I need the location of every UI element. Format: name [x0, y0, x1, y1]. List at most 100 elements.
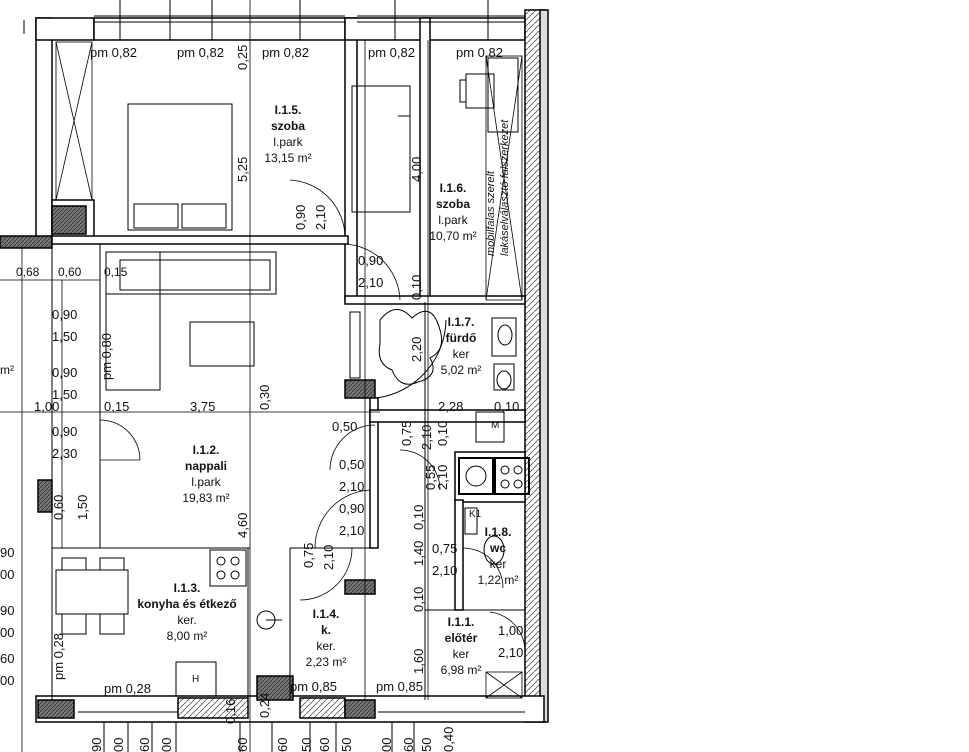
wc-fixtures	[458, 457, 530, 565]
dim-pm-k: pm 0,85	[290, 679, 337, 694]
room-1-3: I.1.3. konyha és étkező ker. 8,00 m²	[120, 580, 254, 644]
dim-bottom-00c: 00	[379, 737, 394, 752]
dim-bottom-90: 90	[89, 737, 104, 752]
dim-010a: 0,10	[409, 274, 424, 300]
dim-525: 5,25	[235, 156, 250, 182]
dim-bottom-60e: 60	[401, 737, 416, 752]
dim-400: 4,00	[409, 156, 424, 182]
room-name: szoba	[435, 197, 470, 211]
dim-228: 2,28	[438, 399, 464, 414]
dim-060b: 0,60	[51, 494, 66, 520]
dim-050: 0,50	[332, 419, 358, 434]
dim-210g: 2,10	[339, 479, 365, 494]
dim-left-90b: 90	[0, 603, 15, 618]
room-area: 5,02 m²	[440, 363, 482, 377]
dim-015b: 0,15	[104, 399, 130, 414]
dim-090v: 0,90	[293, 204, 308, 230]
dim-210v: 2,10	[313, 204, 328, 230]
room-id: I.1.8.	[484, 525, 512, 539]
room-floor: l.park	[191, 475, 221, 489]
dim-075b: 0,75	[301, 542, 316, 568]
dim-bottom-00: 00	[111, 737, 126, 752]
sofa	[105, 251, 277, 391]
dim-bottom-50b: 50	[339, 737, 354, 752]
dim-068: 0,68	[16, 265, 40, 279]
dim-210i: 2,10	[321, 544, 336, 570]
room-name: fürdő	[445, 331, 477, 345]
dim-left-00a: 00	[0, 567, 15, 582]
dim-375: 3,75	[190, 399, 216, 414]
dim-pm-3: pm 0,82	[262, 45, 309, 60]
dim-210k: 2,10	[498, 645, 524, 660]
dim-010d: 0,10	[411, 504, 426, 530]
dim-left-00b: 00	[0, 625, 15, 640]
bottom-ticks	[103, 722, 415, 752]
kitchen-counter	[175, 549, 282, 697]
dim-050b: 0,50	[339, 457, 365, 472]
dim-pm-2: pm 0,82	[177, 45, 224, 60]
room-name: nappali	[184, 459, 227, 473]
room-id: I.1.7.	[447, 315, 475, 329]
room-floor: ker	[452, 347, 470, 361]
room-id: I.1.6.	[439, 181, 467, 195]
single-bed	[351, 85, 411, 213]
dim-090a: 0,90	[52, 307, 78, 322]
wardrobe-hall	[485, 671, 523, 699]
dim-210j: 2,10	[432, 563, 458, 578]
dim-left-90a: 90	[0, 545, 15, 560]
dim-090b: 0,90	[52, 365, 78, 380]
dim-pm-bottom: pm 0,28	[104, 681, 151, 696]
dim-040: 0,40	[441, 726, 456, 752]
room-id: I.1.5.	[274, 103, 302, 117]
room-area: 1,22 m²	[477, 573, 519, 587]
dim-bottom-00b: 00	[159, 737, 174, 752]
room-id: I.1.4.	[312, 607, 340, 621]
dim-bottom-60c: 60	[275, 737, 290, 752]
dim-pm-1: pm 0,82	[90, 45, 137, 60]
bathroom-fixtures	[349, 309, 517, 443]
dim-150c: 1,50	[75, 494, 90, 520]
desk	[459, 57, 519, 133]
room-area: 8,00 m²	[166, 629, 208, 643]
dim-090c: 0,90	[52, 424, 78, 439]
room-1-5: I.1.5. szoba l.park 13,15 m²	[248, 102, 328, 166]
dim-460: 4,60	[235, 512, 250, 538]
room-1-2: I.1.2. nappali l.park 19,83 m²	[164, 442, 248, 506]
room-name: k.	[320, 623, 331, 637]
dim-pm-4: pm 0,82	[368, 45, 415, 60]
room-1-8: I.1.8. wc ker 1,22 m²	[470, 524, 526, 588]
dim-150a: 1,50	[52, 329, 78, 344]
dim-016: 0,16	[223, 698, 238, 724]
dim-210e: 2,10	[419, 424, 434, 450]
dim-090e: 0,90	[339, 501, 365, 516]
interior-lines	[51, 15, 525, 713]
dim-160: 1,60	[411, 648, 426, 674]
room-area: 19,83 m²	[182, 491, 230, 505]
dim-010c: 0,10	[435, 420, 450, 446]
door-swings	[99, 179, 526, 651]
room-area: 6,98 m²	[440, 663, 482, 677]
room-area: 10,70 m²	[429, 229, 477, 243]
dim-075c: 0,75	[432, 541, 458, 556]
dim-100: 1,00	[34, 399, 60, 414]
dim-220: 2,20	[409, 336, 424, 362]
dim-060: 0,60	[58, 265, 82, 279]
dim-pm-entry: pm 0,85	[376, 679, 423, 694]
dim-010b: 0,10	[494, 399, 520, 414]
room-id: I.1.1.	[447, 615, 475, 629]
room-1-4: I.1.4. k. ker. 2,23 m²	[296, 606, 356, 670]
room-name: konyha és étkező	[137, 597, 237, 611]
room-id: I.1.3.	[173, 581, 201, 595]
double-bed	[127, 103, 233, 231]
room-1-6: I.1.6. szoba l.park 10,70 m²	[418, 180, 488, 244]
dim-230: 2,30	[52, 446, 78, 461]
dim-left-60: 60	[0, 651, 15, 666]
room-1-7: I.1.7. fürdő ker 5,02 m²	[428, 314, 494, 378]
dim-025: 0,25	[235, 44, 250, 70]
dim-024: 0,24	[257, 692, 272, 718]
dim-bottom-60a: 60	[137, 737, 152, 752]
room-name: szoba	[270, 119, 305, 133]
dim-015a: 0,15	[104, 265, 128, 279]
dim-pm-left: pm 0,80	[99, 333, 114, 380]
